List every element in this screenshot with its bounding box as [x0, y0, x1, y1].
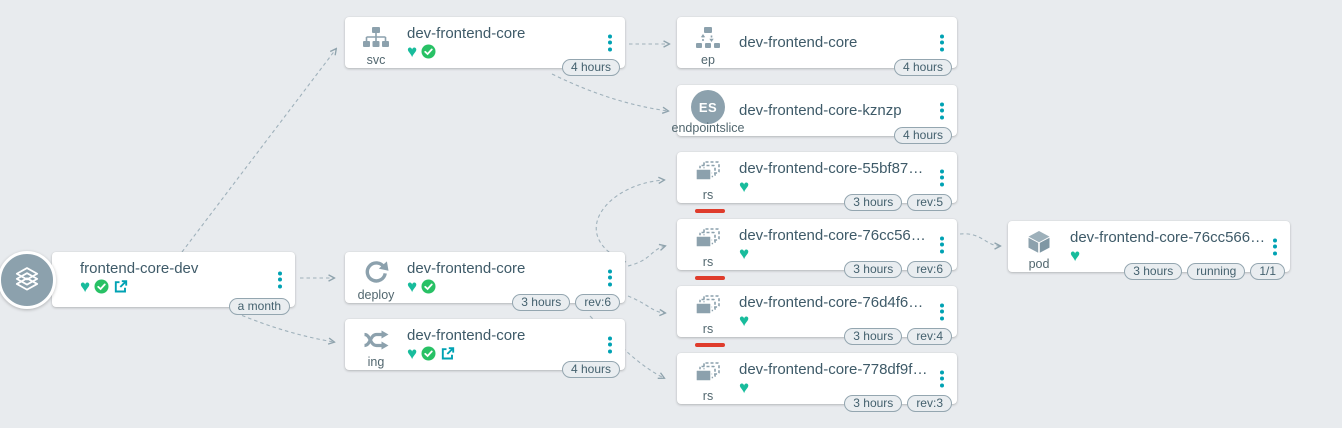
endpoints-icon — [694, 24, 722, 52]
healthy-heart-icon: ♥ — [407, 42, 418, 61]
pod-icon — [1025, 228, 1053, 256]
node-replicaset[interactable]: rs dev-frontend-core-76cc566d8f ♥ 3 hour… — [677, 219, 957, 280]
edge-deploy-rs2 — [627, 246, 665, 267]
age-badge: a month — [228, 298, 290, 315]
resource-name: dev-frontend-core-76cc566d8f — [739, 227, 931, 244]
node-menu-button[interactable] — [937, 31, 947, 54]
node-ingress[interactable]: ing dev-frontend-core ♥ — [345, 319, 625, 378]
synced-check-icon — [94, 279, 109, 294]
status-badge: running — [1187, 263, 1246, 280]
node-menu-button[interactable] — [937, 99, 947, 122]
node-menu-button[interactable] — [937, 367, 947, 390]
node-service[interactable]: svc dev-frontend-core ♥ 4 hours — [345, 17, 625, 76]
application-name: frontend-core-dev — [80, 260, 199, 277]
status-bar-red — [695, 209, 725, 213]
node-replicaset[interactable]: rs dev-frontend-core-778df9f767 ♥ 3 hour… — [677, 353, 957, 412]
synced-check-icon — [421, 279, 436, 294]
healthy-heart-icon: ♥ — [739, 378, 750, 397]
kind-label: rs — [702, 322, 714, 336]
deployment-icon — [362, 259, 390, 287]
node-deployment[interactable]: deploy dev-frontend-core ♥ 3 hours rev:6 — [345, 252, 625, 311]
resource-name: dev-frontend-core-778df9f767 — [739, 361, 931, 378]
kind-label: ing — [367, 355, 385, 369]
revision-badge: rev:6 — [575, 294, 620, 311]
edge-app-svc — [181, 49, 336, 253]
node-menu-button[interactable] — [605, 31, 615, 54]
application-icon[interactable] — [0, 251, 56, 309]
age-badge: 4 hours — [893, 59, 952, 76]
ready-badge: 1/1 — [1250, 263, 1285, 280]
resource-name: dev-frontend-core-76d4f64f5d — [739, 294, 931, 311]
kind-label: pod — [1028, 257, 1050, 271]
age-badge: 4 hours — [893, 127, 952, 144]
node-pod[interactable]: pod dev-frontend-core-76cc566d8f-... ♥ 3… — [1008, 221, 1290, 280]
age-badge: 3 hours — [844, 395, 903, 412]
healthy-heart-icon: ♥ — [1070, 246, 1081, 265]
node-menu-button[interactable] — [937, 233, 947, 256]
node-application[interactable]: frontend-core-dev ♥ — [52, 252, 295, 315]
healthy-heart-icon: ♥ — [739, 177, 750, 196]
layers-icon — [15, 267, 39, 291]
replicaset-icon — [694, 360, 722, 388]
status-bar-red — [695, 276, 725, 280]
resource-name: dev-frontend-core — [407, 25, 526, 42]
node-replicaset[interactable]: rs dev-frontend-core-76d4f64f5d ♥ 3 hour… — [677, 286, 957, 347]
age-badge: 4 hours — [561, 361, 620, 378]
replicaset-icon — [694, 159, 722, 187]
ingress-icon — [362, 326, 390, 354]
healthy-heart-icon: ♥ — [739, 244, 750, 263]
edge-rs2-pod — [959, 233, 1000, 246]
revision-badge: rev:3 — [907, 395, 952, 412]
healthy-heart-icon: ♥ — [80, 277, 91, 296]
node-endpointslice[interactable]: ES endpointslice dev-frontend-core-kznzp… — [672, 85, 957, 144]
node-menu-button[interactable] — [275, 268, 285, 291]
synced-check-icon — [421, 44, 436, 59]
resource-name: dev-frontend-core-76cc566d8f-... — [1070, 229, 1272, 246]
age-badge: 3 hours — [1124, 263, 1183, 280]
healthy-heart-icon: ♥ — [407, 344, 418, 363]
kind-label: rs — [702, 188, 714, 202]
resource-name: dev-frontend-core — [407, 327, 526, 344]
external-link-icon[interactable] — [440, 346, 455, 361]
kind-label: rs — [702, 255, 714, 269]
edge-svc-endpointslice — [551, 73, 668, 111]
edge-deploy-rs3 — [627, 295, 665, 313]
node-endpoints[interactable]: ep dev-frontend-core 4 hours — [677, 17, 957, 76]
replicaset-icon — [694, 226, 722, 254]
service-icon — [362, 24, 390, 52]
external-link-icon[interactable] — [113, 279, 128, 294]
kind-label: ep — [701, 53, 715, 67]
healthy-heart-icon: ♥ — [739, 311, 750, 330]
kind-label: endpointslice — [671, 121, 745, 135]
revision-badge: rev:6 — [907, 261, 952, 278]
status-bar-red — [695, 343, 725, 347]
resource-name: dev-frontend-core-kznzp — [739, 102, 902, 119]
node-menu-button[interactable] — [605, 266, 615, 289]
kind-label: rs — [702, 389, 714, 403]
node-replicaset[interactable]: rs dev-frontend-core-55bf8777d5 ♥ 3 hour… — [677, 152, 957, 213]
kind-label: deploy — [357, 288, 395, 302]
resource-name: dev-frontend-core — [407, 260, 526, 277]
synced-check-icon — [421, 346, 436, 361]
age-badge: 3 hours — [844, 261, 903, 278]
revision-badge: rev:5 — [907, 194, 952, 211]
resource-name: dev-frontend-core — [739, 34, 858, 51]
age-badge: 3 hours — [512, 294, 571, 311]
resource-name: dev-frontend-core-55bf8777d5 — [739, 160, 931, 177]
edge-app-ing — [235, 312, 334, 342]
age-badge: 3 hours — [844, 194, 903, 211]
age-badge: 3 hours — [844, 328, 903, 345]
replicaset-icon — [694, 293, 722, 321]
node-menu-button[interactable] — [937, 300, 947, 323]
age-badge: 4 hours — [561, 59, 620, 76]
healthy-heart-icon: ♥ — [407, 277, 418, 296]
revision-badge: rev:4 — [907, 328, 952, 345]
node-menu-button[interactable] — [937, 166, 947, 189]
kind-label: svc — [366, 53, 386, 67]
edge-deploy-rs1 — [595, 180, 664, 263]
node-menu-button[interactable] — [1270, 235, 1280, 258]
node-menu-button[interactable] — [605, 333, 615, 356]
endpointslice-icon: ES — [691, 90, 725, 124]
